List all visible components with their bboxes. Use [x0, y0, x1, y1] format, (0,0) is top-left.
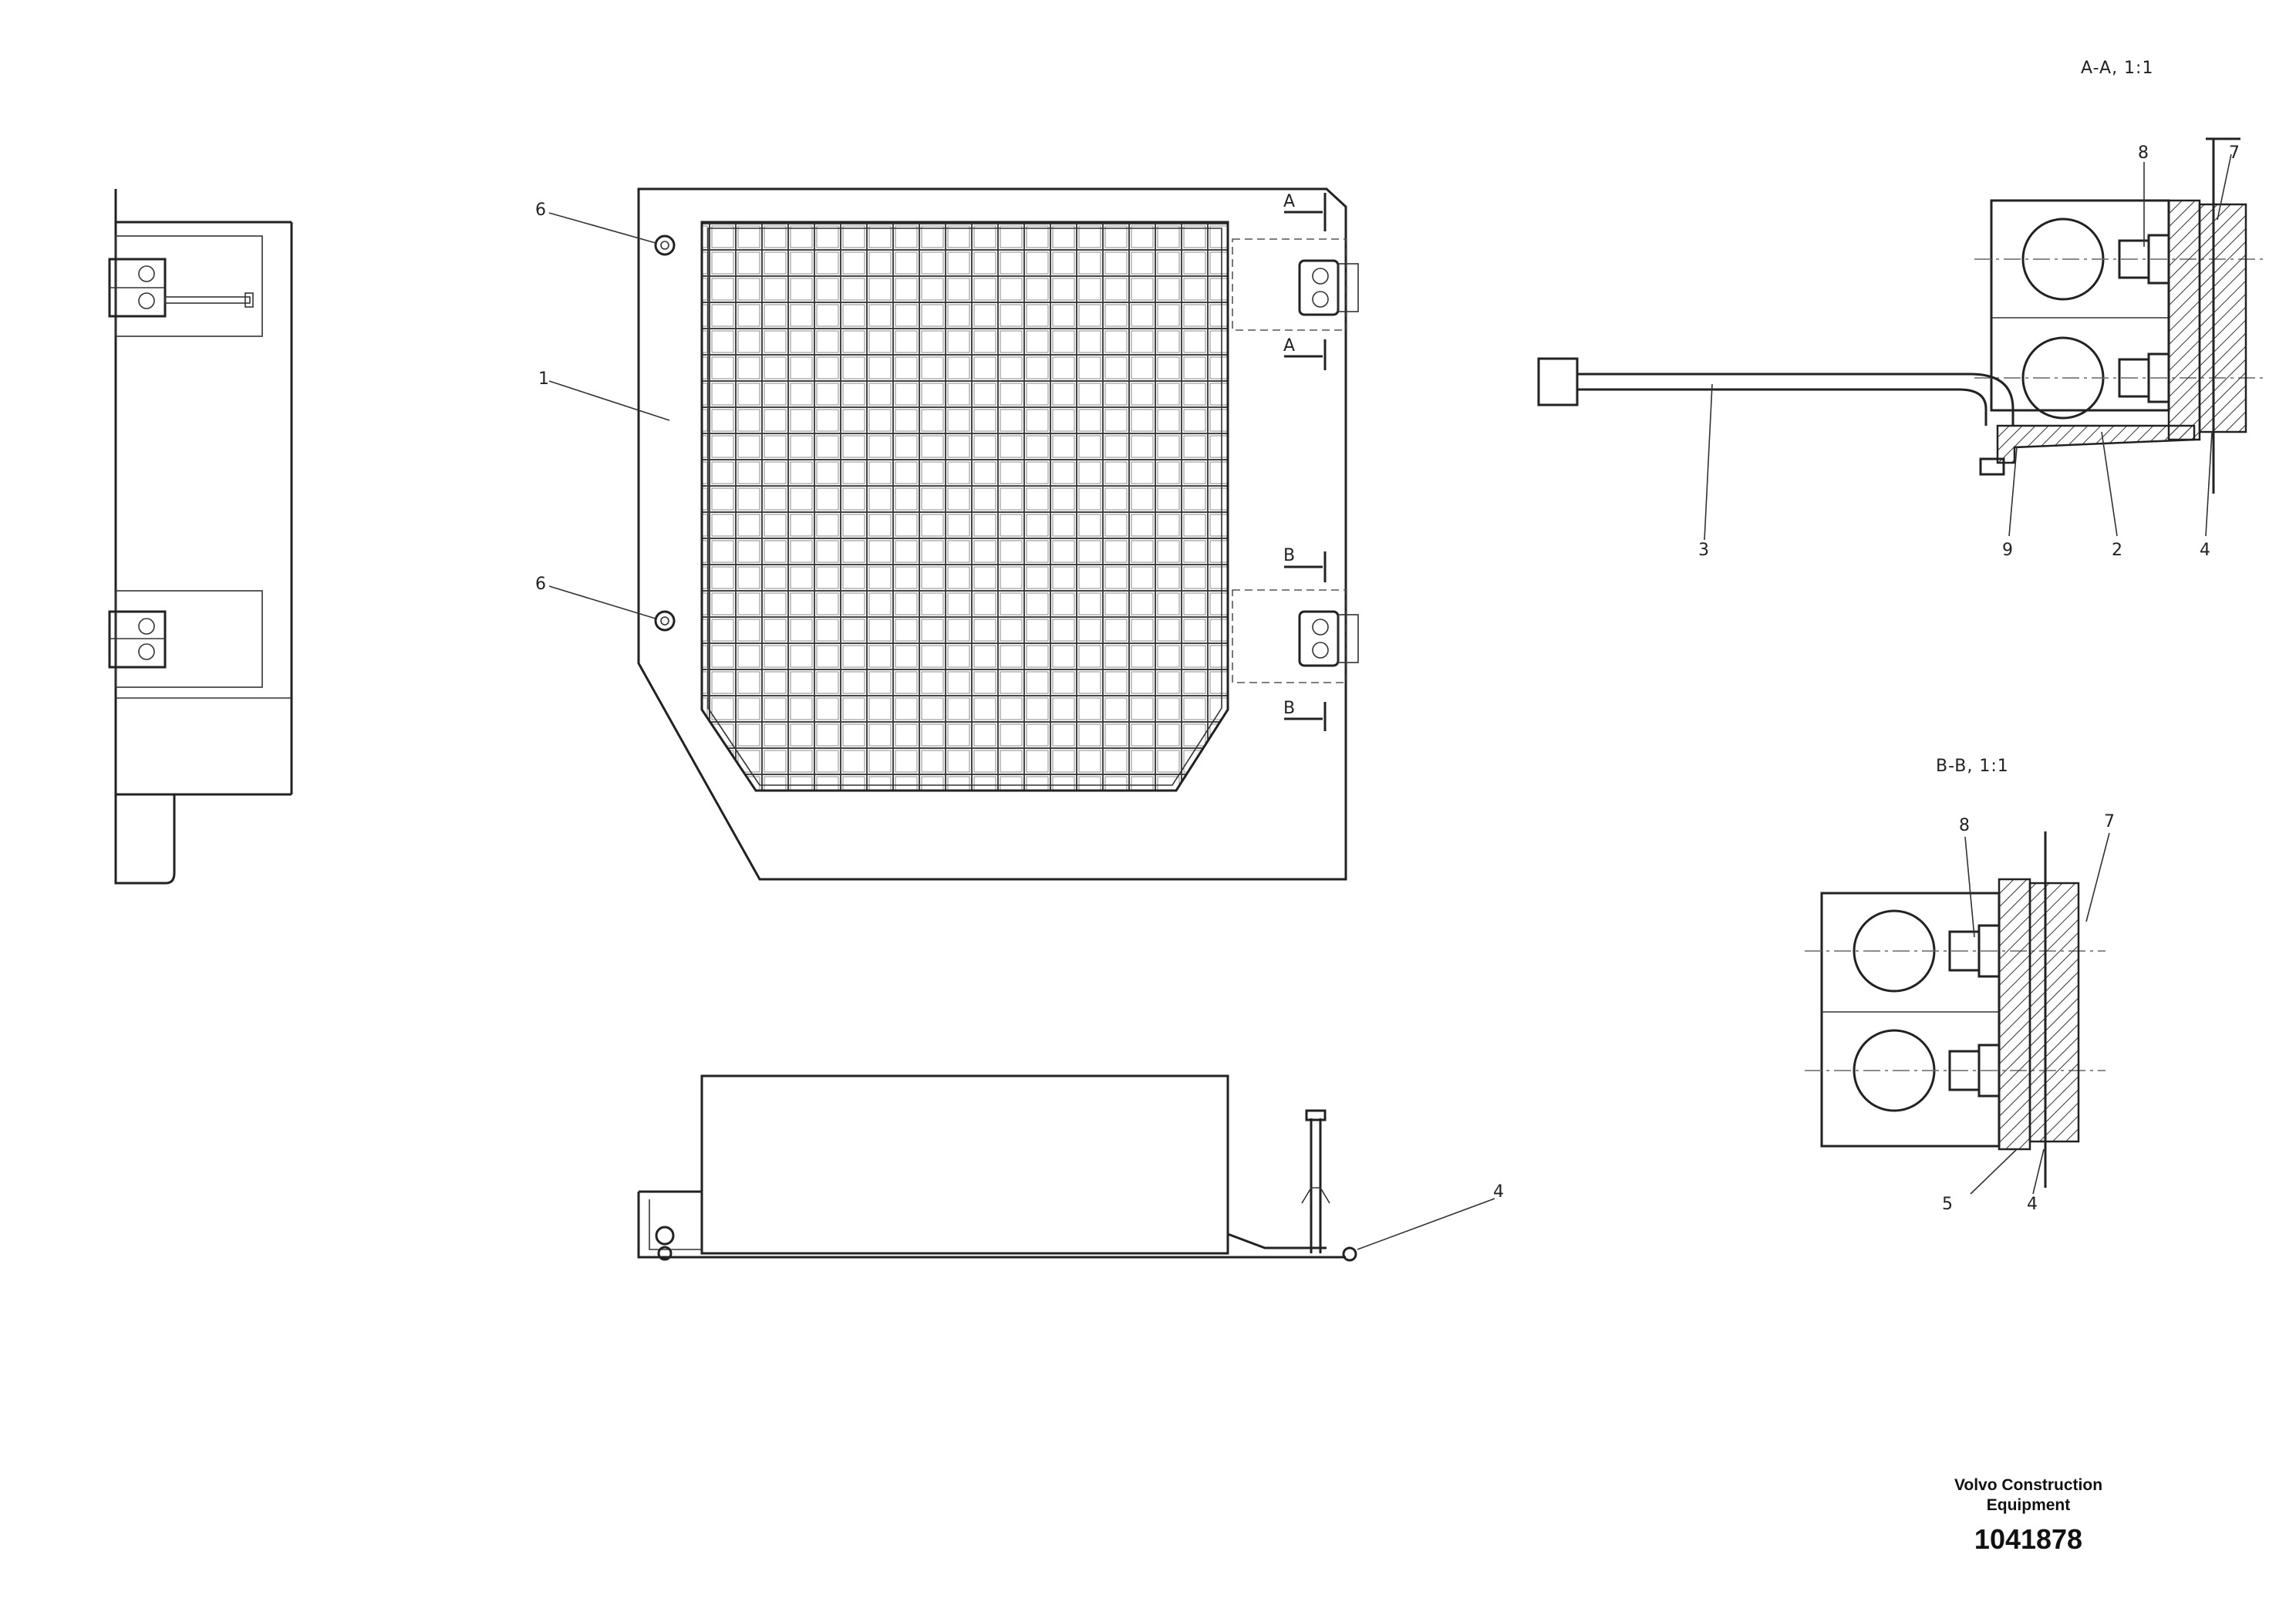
cut-mark-b-top: B	[1283, 546, 1296, 565]
brand-line-1: Volvo Construction	[1954, 1476, 2102, 1494]
callout-4-section-a: 4	[2200, 541, 2210, 560]
cut-mark-a-top: A	[1283, 192, 1296, 211]
callout-4-bottom-view: 4	[1493, 1182, 1504, 1202]
section-a-a	[1537, 137, 2264, 541]
drawing-number: 1041878	[1974, 1523, 2082, 1555]
section-b-b	[1805, 831, 2110, 1195]
callout-6-lower: 6	[535, 575, 546, 594]
section-a-a-title: A-A, 1:1	[2081, 59, 2153, 78]
callout-7-section-a: 7	[2229, 143, 2240, 163]
bottom-view	[637, 1074, 1495, 1262]
callout-8-section-a: 8	[2138, 143, 2149, 163]
callout-9: 9	[2002, 541, 2013, 560]
callout-1: 1	[538, 369, 549, 389]
callout-8-section-b: 8	[1959, 816, 1970, 835]
cut-mark-a-bottom: A	[1283, 336, 1296, 356]
callout-2: 2	[2112, 541, 2122, 560]
cut-mark-b-bottom: B	[1283, 699, 1296, 718]
callout-7-section-b: 7	[2104, 812, 2115, 831]
callout-3: 3	[1698, 541, 1709, 560]
title-block: Volvo Construction Equipment 1041878	[1954, 1476, 2102, 1555]
side-view	[108, 189, 293, 885]
front-view: A A B B	[548, 187, 1359, 881]
section-b-b-title: B-B, 1:1	[1936, 757, 2009, 776]
callout-5: 5	[1942, 1195, 1953, 1214]
callout-4-section-b: 4	[2027, 1195, 2038, 1214]
brand-line-2: Equipment	[1987, 1496, 2071, 1514]
callout-6-upper: 6	[535, 201, 546, 220]
